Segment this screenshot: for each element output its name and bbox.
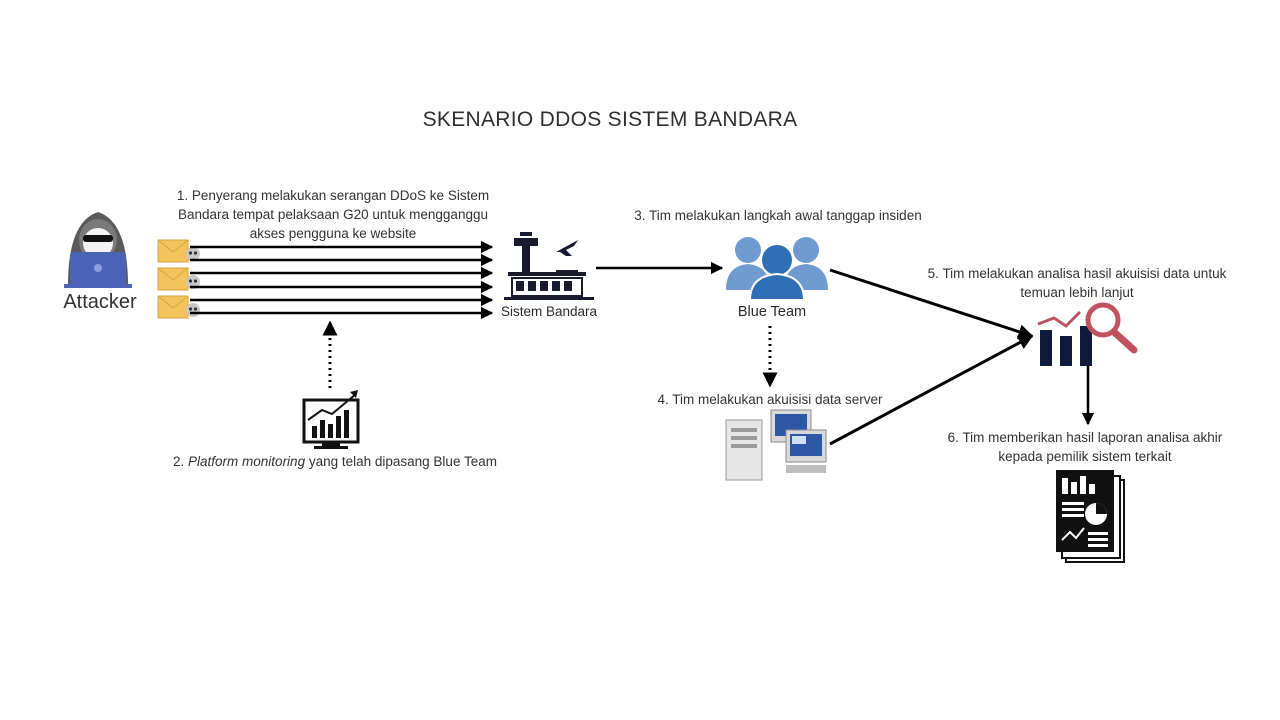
diagram-title: SKENARIO DDOS SISTEM BANDARA — [422, 108, 798, 131]
step-5-text: 5. Tim melakukan analisa hasil akuisisi … — [927, 266, 1227, 300]
step-2-suffix: yang telah dipasang Blue Team — [305, 454, 497, 469]
attacker-label: Attacker — [63, 291, 137, 313]
monitoring-icon — [302, 390, 360, 449]
ddos-attack-arrows — [190, 240, 494, 320]
step-1-text: 1. Penyerang melakukan serangan DDoS ke … — [176, 188, 490, 241]
blue-team-icon — [726, 237, 828, 301]
step-2-prefix: 2. — [173, 454, 189, 469]
report-icon — [1056, 470, 1125, 563]
blue-team-label: Blue Team — [737, 304, 807, 320]
spam-envelope-icon — [157, 239, 200, 319]
airplane-icon — [556, 240, 578, 256]
step-2-text: 2. Platform monitoring yang telah dipasa… — [150, 452, 520, 471]
step-3-text: 3. Tim melakukan langkah awal tanggap in… — [634, 208, 922, 223]
arrow-server-to-analysis — [829, 334, 1034, 446]
airport-icon — [504, 232, 594, 300]
step-4-text: 4. Tim melakukan akuisisi data server — [657, 392, 883, 407]
arrow-blue-team-to-analysis — [829, 268, 1034, 339]
airport-label: Sistem Bandara — [500, 304, 598, 319]
step-6-text: 6. Tim memberikan hasil laporan analisa … — [947, 430, 1223, 464]
hacker-icon — [64, 212, 132, 288]
analysis-magnifier-icon — [1037, 302, 1138, 366]
step-2-italic: Platform monitoring — [188, 454, 306, 469]
server-computer-icon — [725, 409, 827, 481]
